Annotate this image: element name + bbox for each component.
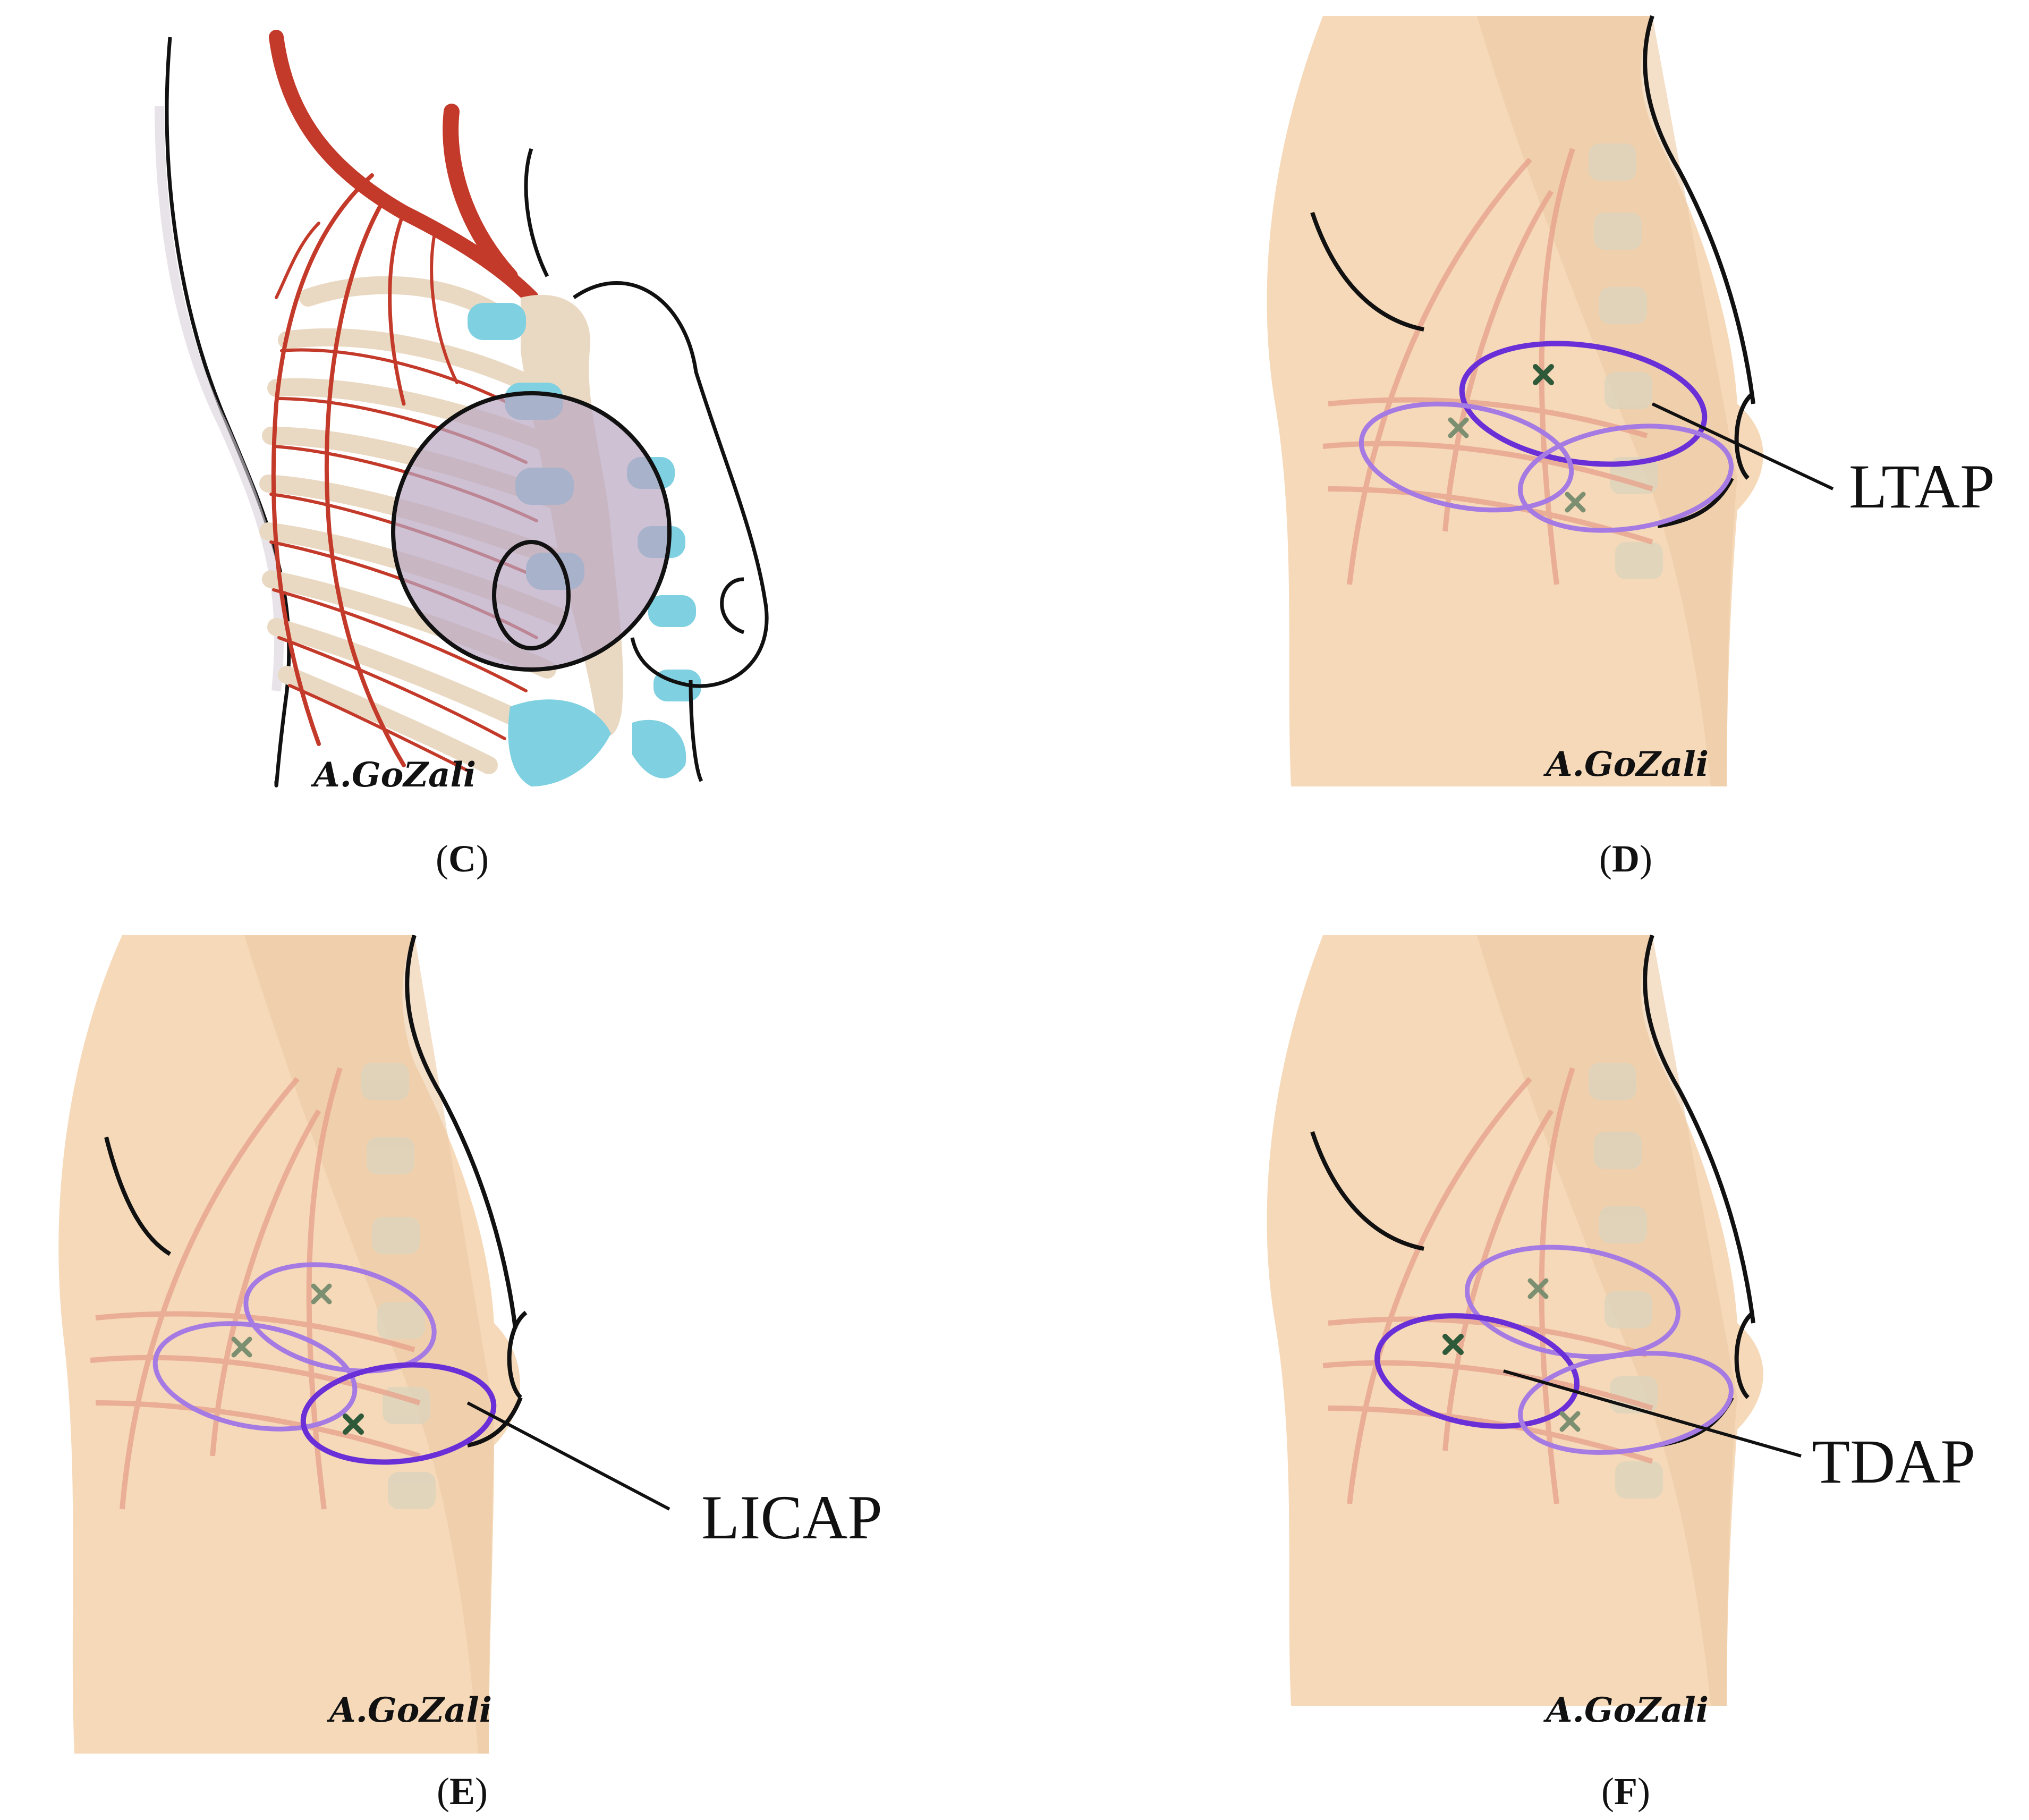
inframammary-line xyxy=(1657,477,1734,528)
x-mark-icon xyxy=(1442,1334,1464,1355)
panel-d-signature: A.GoZali xyxy=(1543,744,1709,784)
lumpectomy-defect xyxy=(391,391,672,672)
panel-e-caption: (E) xyxy=(437,1770,488,1813)
axilla-line xyxy=(1310,211,1424,332)
faded-ribs xyxy=(361,1063,436,1509)
flap-td xyxy=(152,1321,358,1432)
flap-td xyxy=(1374,1313,1580,1429)
panel-c: A.GoZali (C) xyxy=(155,30,769,880)
panel-f-signature: A.GoZali xyxy=(1543,1690,1709,1730)
x-mark-icon xyxy=(343,1413,364,1435)
breast-outline xyxy=(572,281,769,688)
flap-lt xyxy=(243,1262,437,1374)
panel-e: LICAP A.GoZali (E) xyxy=(58,934,882,1813)
faded-ribs xyxy=(1589,1063,1663,1499)
flap-lic xyxy=(1518,424,1734,533)
panel-f-caption: (F) xyxy=(1601,1770,1650,1813)
panel-f-illustration xyxy=(1267,934,1802,1706)
panel-d: LTAP A.GoZali (D) xyxy=(1267,15,1995,880)
nipple-profile xyxy=(1734,1310,1755,1399)
breast-profile xyxy=(1643,15,1755,404)
flap-lic xyxy=(1518,1351,1734,1455)
x-mark-icon xyxy=(1448,417,1586,513)
x-mark-icon xyxy=(1533,364,1554,385)
licap-label: LICAP xyxy=(701,1483,882,1552)
faded-arteries xyxy=(1322,1067,1653,1504)
arteries xyxy=(269,30,544,772)
panel-c-caption: (C) xyxy=(436,837,489,880)
panel-d-illustration xyxy=(1267,15,1834,786)
x-mark-icon xyxy=(231,1283,332,1358)
panel-c-illustration xyxy=(155,30,769,788)
lateral-shade xyxy=(244,935,494,1754)
breast-profile xyxy=(1643,934,1755,1324)
panel-c-signature: A.GoZali xyxy=(311,755,476,795)
ltap-leader-line xyxy=(1651,402,1834,490)
nipple-outline xyxy=(720,577,745,634)
torso-outline xyxy=(165,37,291,788)
torso-shadow xyxy=(155,106,284,691)
breast-profile xyxy=(405,934,517,1329)
nipple-profile xyxy=(507,1310,528,1399)
flap-lt xyxy=(1459,341,1708,467)
panel-d-caption: (D) xyxy=(1599,837,1652,880)
licap-leader-line xyxy=(466,1401,670,1511)
flap-lic xyxy=(300,1362,497,1465)
faded-arteries xyxy=(90,1067,421,1510)
axilla-line xyxy=(1310,1131,1424,1251)
tdap-leader-line xyxy=(1503,1369,1802,1458)
ltap-label: LTAP xyxy=(1849,452,1995,521)
axilla-line xyxy=(104,1137,172,1256)
x-mark-icon xyxy=(1527,1278,1581,1432)
inframammary-line xyxy=(467,1396,523,1447)
panel-f: TDAP A.GoZali (F) xyxy=(1267,934,1975,1813)
panel-e-signature: A.GoZali xyxy=(327,1690,492,1730)
panel-e-illustration xyxy=(58,934,670,1754)
nipple-areola-defect xyxy=(492,540,571,650)
tdap-label: TDAP xyxy=(1812,1427,1975,1496)
flap-td xyxy=(1359,401,1574,513)
nipple-profile xyxy=(1734,391,1755,480)
chest-edge xyxy=(524,148,703,782)
